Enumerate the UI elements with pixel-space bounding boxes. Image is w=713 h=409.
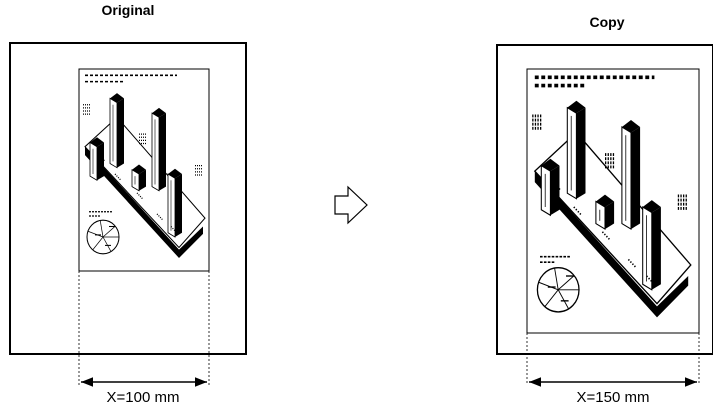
original-document-chart-illustration [83,74,206,258]
right-arrow-icon [334,185,368,225]
copy-width-label: X=150 mm [576,389,650,406]
original-width-label: X=100 mm [106,389,180,406]
original-title: Original [101,2,155,18]
copy-panel [496,44,713,387]
original-panel [9,42,247,387]
copy-document-chart-illustration [532,75,692,318]
copy-title: Copy [589,14,625,30]
